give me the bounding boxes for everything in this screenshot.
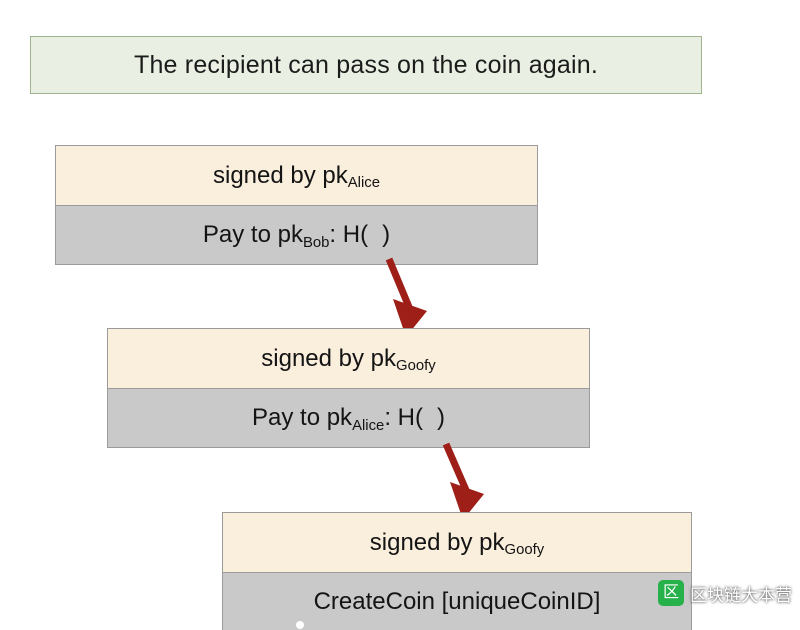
payment-subscript: Bob xyxy=(302,234,330,251)
payment-prefix: Pay to pk xyxy=(202,221,303,248)
signature-prefix: signed by pk xyxy=(261,344,397,372)
payment-subscript: Alice xyxy=(352,417,385,434)
arrow-tx2-to-tx3 xyxy=(442,442,484,520)
arrow-tx1-to-tx2 xyxy=(385,257,427,337)
banner: The recipient can pass on the coin again… xyxy=(30,36,702,94)
watermark-text: 区块链大本营 xyxy=(690,585,792,605)
payment-tail: ) xyxy=(436,404,445,431)
signature-prefix: signed by pk xyxy=(369,528,505,556)
signature-subscript: Goofy xyxy=(396,358,436,375)
payment-row: CreateCoin [uniqueCoinID] xyxy=(223,573,691,630)
payment-text: CreateCoin [uniqueCoinID] xyxy=(313,587,601,615)
watermark: 区 区块链大本营 xyxy=(658,580,792,606)
payment-prefix: Pay to pk xyxy=(252,404,353,431)
payment-suffix: : H( xyxy=(384,404,423,431)
watermark-logo-icon: 区 xyxy=(658,580,684,606)
banner-text: The recipient can pass on the coin again… xyxy=(133,50,599,79)
signature-subscript: Goofy xyxy=(504,542,545,559)
signature-subscript: Alice xyxy=(347,175,380,192)
payment-tail: ) xyxy=(382,221,391,248)
payment-suffix: : H( xyxy=(329,221,369,248)
page-artifact-dot xyxy=(296,621,304,629)
signature-prefix: signed by pk xyxy=(212,161,348,189)
